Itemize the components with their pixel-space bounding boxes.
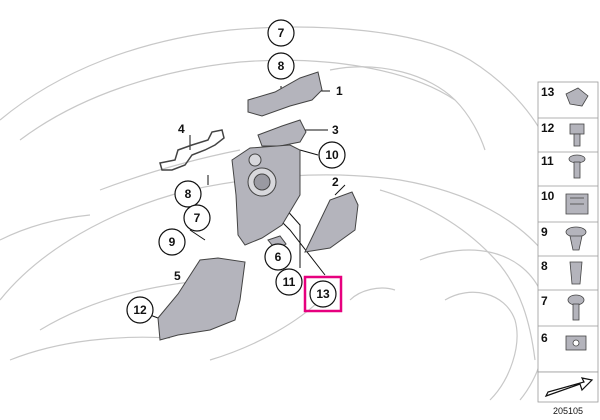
side-part-label: 10 xyxy=(541,189,555,203)
callout-9[interactable]: 9 xyxy=(158,228,186,256)
callout-label: 6 xyxy=(275,250,282,264)
callout-label: 4 xyxy=(178,122,185,136)
callout-12[interactable]: 12 xyxy=(126,296,154,324)
callout-label: 8 xyxy=(185,187,192,201)
callout-label: 7 xyxy=(278,26,285,40)
callout-label: 12 xyxy=(133,303,147,317)
callout-5[interactable]: 5 xyxy=(174,269,181,283)
callout-label: 11 xyxy=(283,275,296,289)
callout-1[interactable]: 1 xyxy=(336,84,343,98)
side-part-label: 6 xyxy=(541,331,548,345)
callout-label: 9 xyxy=(169,235,176,249)
part-4-shape xyxy=(159,129,225,171)
callout-label: 8 xyxy=(278,59,285,73)
direction-arrow-box xyxy=(537,371,599,403)
side-part-label: 12 xyxy=(541,121,555,135)
side-parts-legend: 13 12 11 10 9 8 7 xyxy=(537,81,599,373)
side-part-label: 8 xyxy=(541,259,548,273)
main-callouts: 7 8 1 4 3 10 2 8 7 9 xyxy=(126,19,346,324)
callout-label: 5 xyxy=(174,269,181,283)
callout-label: 1 xyxy=(336,84,343,98)
callout-label: 13 xyxy=(316,287,330,301)
side-part-9[interactable]: 9 xyxy=(541,225,587,251)
callout-7-mid[interactable]: 7 xyxy=(183,204,211,232)
callout-4[interactable]: 4 xyxy=(178,122,185,136)
part-1-shape xyxy=(247,71,323,117)
callout-13-highlighted[interactable]: 13 xyxy=(303,275,343,313)
side-part-10[interactable]: 10 xyxy=(541,189,589,215)
side-part-13[interactable]: 13 xyxy=(541,85,589,107)
side-part-11[interactable]: 11 xyxy=(541,154,586,179)
callout-8-top[interactable]: 8 xyxy=(267,52,295,80)
callout-10[interactable]: 10 xyxy=(318,141,346,169)
callout-8-mid[interactable]: 8 xyxy=(174,180,202,208)
side-part-label: 11 xyxy=(541,154,554,168)
side-part-label: 9 xyxy=(541,225,548,239)
side-part-7[interactable]: 7 xyxy=(541,294,585,321)
side-part-6[interactable]: 6 xyxy=(541,331,587,351)
callout-label: 2 xyxy=(332,175,339,189)
arrow-icon xyxy=(544,377,594,398)
side-part-label: 13 xyxy=(541,85,555,99)
callout-label: 10 xyxy=(325,148,339,162)
callout-3[interactable]: 3 xyxy=(332,123,339,137)
trim-parts xyxy=(157,71,359,341)
callout-label: 7 xyxy=(194,211,201,225)
callout-6[interactable]: 6 xyxy=(264,243,292,271)
callout-7-top[interactable]: 7 xyxy=(267,19,295,47)
side-part-8[interactable]: 8 xyxy=(541,259,583,285)
figure-number: 205105 xyxy=(553,406,583,416)
side-part-12[interactable]: 12 xyxy=(541,121,585,147)
part-5-shape xyxy=(157,257,246,341)
callout-11[interactable]: 11 xyxy=(275,268,303,296)
callout-label: 3 xyxy=(332,123,339,137)
callout-2[interactable]: 2 xyxy=(332,175,339,189)
part-2-shape xyxy=(304,191,359,253)
side-part-label: 7 xyxy=(541,294,548,308)
part-3-shape xyxy=(257,119,307,147)
